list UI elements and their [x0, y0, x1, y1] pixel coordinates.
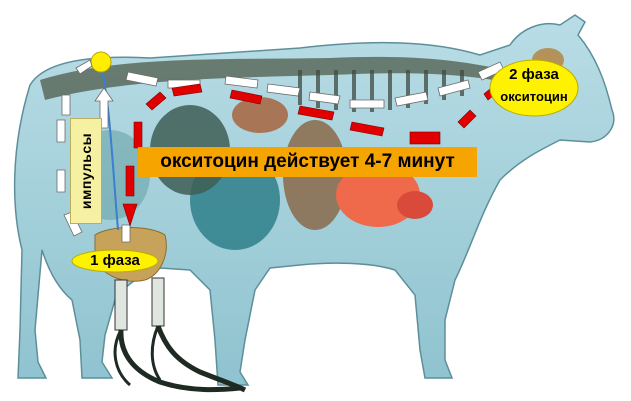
impulses-label-box: импульсы [70, 118, 102, 224]
oxytocin-duration-text: окситоцин действует 4-7 минут [160, 151, 455, 172]
oxytocin-duration-banner: окситоцин действует 4-7 минут [138, 147, 477, 177]
phase2-label: 2 фаза [493, 66, 575, 84]
heart-organ [397, 191, 433, 219]
phase2-sublabel: окситоцин [490, 88, 578, 106]
impulses-text: импульсы [78, 133, 94, 209]
phase1-label: 1 фаза [72, 250, 158, 272]
hypothalamus-dot [91, 52, 111, 72]
